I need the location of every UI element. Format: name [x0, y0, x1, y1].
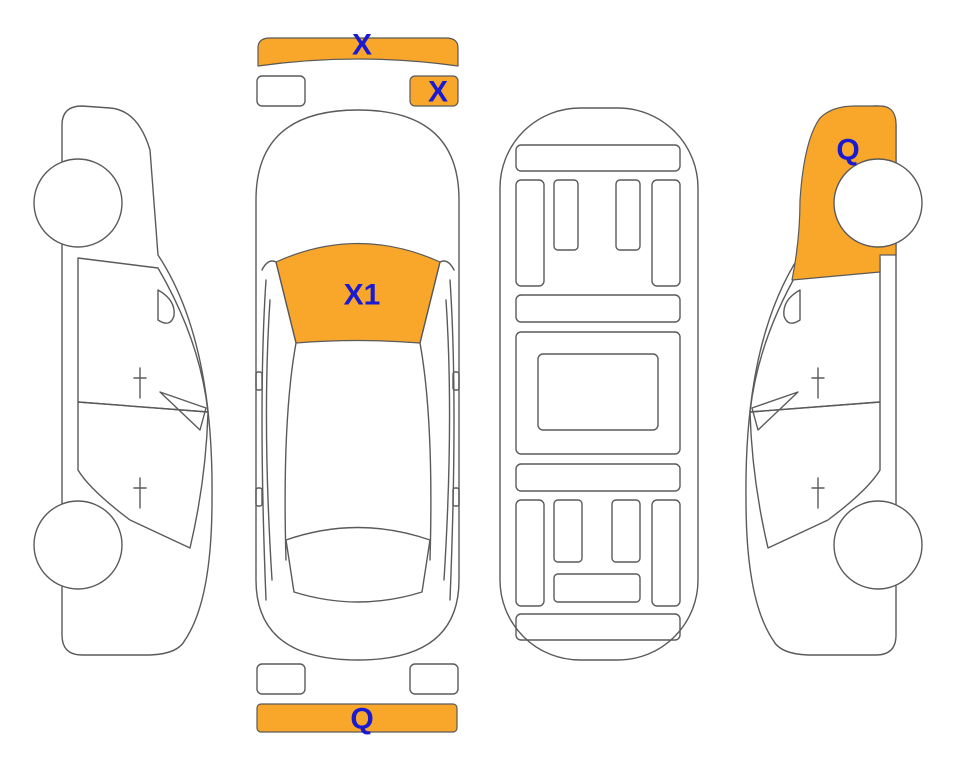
car-right-side-view — [745, 105, 923, 656]
car-left-side-view — [33, 105, 213, 656]
rear-bumper-mark: Q — [350, 703, 373, 736]
front-right-light-mark: X — [428, 76, 448, 109]
car-top-view — [255, 109, 460, 661]
rear-bumper-part[interactable] — [256, 703, 458, 733]
rear-right-light-part[interactable] — [409, 663, 459, 695]
damage-labels: X X X1 Q Q — [344, 29, 860, 736]
car-underbody-view — [499, 107, 699, 661]
front-bumper-mark: X — [352, 29, 372, 62]
windshield-mark: X1 — [344, 279, 381, 312]
front-bumper-part[interactable] — [257, 37, 459, 67]
rear-parts — [256, 663, 459, 733]
front-right-light-part[interactable] — [409, 75, 459, 107]
right-front-fender-mark: Q — [836, 134, 859, 167]
rear-left-light-part[interactable] — [256, 663, 306, 695]
front-parts — [256, 37, 459, 107]
front-left-light-part[interactable] — [256, 75, 306, 107]
